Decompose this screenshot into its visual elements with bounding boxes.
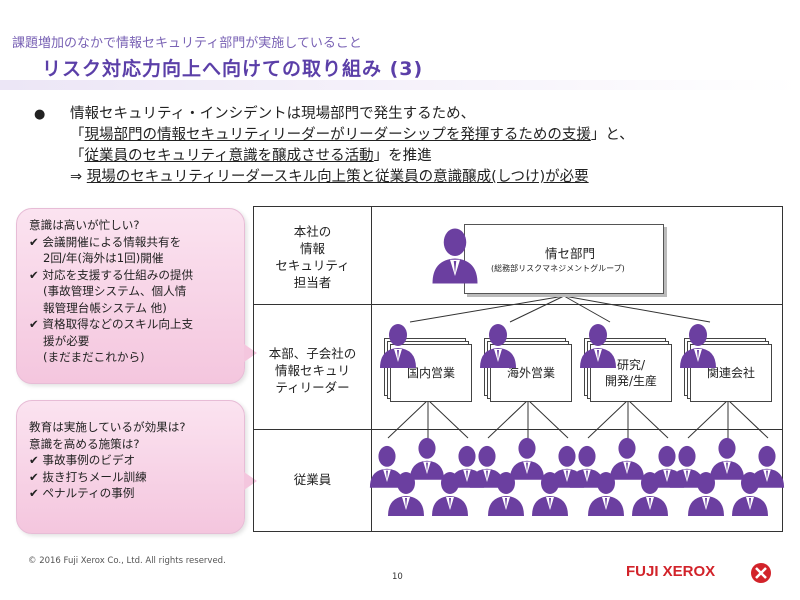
person-icon-leader [580, 324, 616, 368]
connector-line [563, 295, 711, 323]
row-label-line: セキュリティ [275, 258, 350, 273]
row-label-leaders: 本部、子会社の 情報セキュリ ティリーダー [254, 345, 371, 396]
callout1-line: 報管理台帳システム 他) [43, 300, 167, 315]
bullet-line-4-arrow: ⇒ [70, 169, 87, 185]
callout1-line: 意識は高いが忙しい? [29, 218, 140, 232]
person-icon-employee [432, 472, 468, 516]
unit-label: 研究/ 開発/生産 [604, 358, 658, 388]
person-icon-employee [532, 472, 568, 516]
person-icon-employee [588, 472, 624, 516]
column-divider [371, 207, 372, 531]
callout2-line: ✔ 抜き打ちメール訓練 [29, 469, 147, 484]
person-icon-employee [669, 445, 705, 488]
connector-line [409, 295, 565, 323]
person-icon-leader [680, 324, 716, 368]
person-icon-employee [632, 472, 668, 516]
callout2-line: 意識を高める施策は? [29, 436, 140, 451]
connector-line [627, 399, 669, 439]
bullet-line-3-pre: 「 [70, 148, 85, 164]
company-logo: FUJI XEROX [626, 560, 776, 586]
row-divider [254, 429, 782, 430]
hq-department-name: 情セ部門 [545, 246, 596, 261]
bullet-line-4: ⇒ 現場のセキュリティリーダースキル向上策と従業員の意識醸成(しつけ)が必要 [70, 167, 589, 188]
callout1-line: (事故管理システム、個人情 [43, 284, 187, 298]
row-label-line: 担当者 [293, 275, 332, 290]
slide-subtitle: 課題増加のなかで情報セキュリティ部門が実施していること [12, 36, 362, 51]
callout2-line: ✔ 事故事例のビデオ [29, 453, 136, 467]
bullet-line-4-underlined: 現場のセキュリティリーダースキル向上策と従業員の意識醸成(しつけ)が必要 [86, 169, 589, 185]
callout1-line: (まだまだこれから) [43, 350, 145, 364]
connector-line [527, 399, 569, 439]
unit-label: 関連会社 [706, 366, 755, 380]
person-icon-employee [488, 472, 524, 516]
row-label-line: 情報 [299, 241, 325, 256]
row-label-line: 情報セキュリ [274, 363, 350, 378]
logo-wordmark: FUJI XEROX [626, 563, 716, 580]
callout1-line: 2回/年(海外は1回)開催 [43, 251, 164, 265]
connector-line [727, 399, 769, 439]
callout1-line: ✔ 会議開催による情報共有を [29, 234, 182, 249]
connector-line [427, 399, 469, 439]
person-icon-employee [388, 472, 424, 516]
bullet-line-3-post: 」を推進 [373, 148, 432, 164]
connector-line [687, 399, 729, 439]
row-label-line: 本社の [293, 224, 332, 239]
callout2-line: ✔ ペナルティの事例 [29, 486, 135, 500]
row-label-line: 従業員 [293, 472, 332, 487]
person-icon-employee [469, 445, 505, 488]
unit-stack-affiliates: 関連会社 [684, 338, 772, 402]
row-label-line: ティリーダー [275, 380, 350, 395]
bullet-line-2: 「現場部門の情報セキュリティリーダーがリーダーシップを発揮するための支援」と、 [70, 125, 634, 146]
person-icon-employee [688, 472, 724, 516]
bullet-line-2-post: 」と、 [590, 127, 634, 143]
callout-employees: 教育は実施しているが効果は? 意識を高める施策は? ✔ 事故事例のビデオ ✔ 抜… [16, 400, 245, 534]
unit-label: 海外営業 [506, 366, 555, 380]
bullet-dot-icon: ● [34, 107, 46, 122]
row-divider [254, 304, 782, 305]
callout1-line: ✔ 対応を支援する仕組みの提供 [29, 267, 194, 282]
row-label-line: 本部、子会社の [268, 346, 357, 361]
person-icon-employee [369, 445, 405, 488]
person-icon-leader [380, 324, 416, 368]
callout2-line: 教育は実施しているが効果は? [29, 420, 186, 434]
bullet-line-3: 「従業員のセキュリティ意識を醸成させる活動」を推進 [70, 146, 432, 167]
bullet-line-2-underlined: 現場部門の情報セキュリティリーダーがリーダーシップを発揮するための支援 [84, 127, 591, 143]
connector-line [563, 295, 611, 323]
callout-leaders: 意識は高いが忙しい? ✔ 会議開催による情報共有を 2回/年(海外は1回)開催 … [16, 208, 245, 384]
connector-line [387, 399, 429, 439]
connector-line [509, 295, 565, 323]
person-icon-employee [732, 472, 768, 516]
slide-title: リスク対応力向上へ向けての取り組み (3) [42, 58, 424, 80]
person-icon-employee [569, 445, 605, 488]
callout1-line: ✔ 資格取得などのスキル向上支 [29, 317, 194, 331]
row-label-hq: 本社の 情報 セキュリティ 担当者 [254, 223, 371, 291]
person-icon-employee [709, 437, 745, 480]
page-number: 10 [392, 572, 403, 582]
connector-line [587, 399, 629, 439]
bullet-line-2-pre: 「 [70, 127, 85, 143]
person-icon-employee [509, 437, 545, 480]
row-label-employees: 従業員 [254, 471, 371, 488]
title-underline-band [0, 80, 800, 90]
hq-department-sub: (総務部リスクマネジメントグループ) [491, 264, 625, 273]
connector-line [487, 399, 529, 439]
person-icon-hq [432, 228, 478, 284]
unit-label: 国内営業 [406, 366, 455, 380]
callout1-line: 援が必要 [43, 333, 90, 348]
person-icon-employee [409, 437, 445, 480]
bullet-line-3-underlined: 従業員のセキュリティ意識を醸成させる活動 [84, 148, 374, 164]
person-icon-leader [480, 324, 516, 368]
copyright-notice: © 2016 Fuji Xerox Co., Ltd. All rights r… [28, 556, 226, 566]
person-icon-employee [609, 437, 645, 480]
hq-department-box: 情セ部門 (総務部リスクマネジメントグループ) [464, 224, 664, 294]
bullet-line-1: 情報セキュリティ・インシデントは現場部門で発生するため、 [70, 106, 476, 122]
org-diagram: 本社の 情報 セキュリティ 担当者 本部、子会社の 情報セキュリ ティリーダー … [253, 206, 783, 532]
logo-x-mark-icon [751, 563, 771, 583]
